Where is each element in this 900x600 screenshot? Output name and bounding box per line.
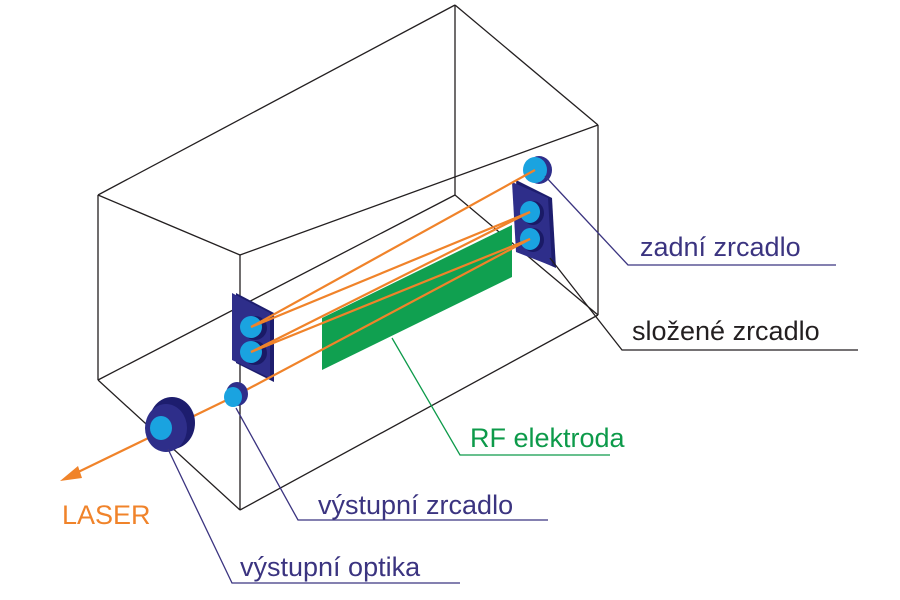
leader-rear-mirror	[544, 175, 836, 266]
left-mirror-mount	[232, 293, 274, 382]
beam-arrow-head-icon	[60, 466, 82, 481]
rf-electrode-plate	[322, 225, 512, 370]
label-rf-electrode: RF elektroda	[470, 423, 625, 453]
folding-mirror-mount	[512, 180, 556, 268]
output-optics	[145, 397, 195, 452]
leader-folding-mirror	[549, 257, 858, 351]
label-output-mirror: výstupní zrcadlo	[318, 490, 514, 520]
leader-output-optics	[167, 448, 460, 584]
rear-mirror	[523, 156, 552, 184]
leader-output-mirror	[235, 407, 548, 521]
laser-beam-paths	[71, 169, 536, 476]
output-mirror	[224, 382, 248, 407]
label-output-optics: výstupní optika	[240, 552, 421, 582]
leader-rf-electrode	[391, 337, 610, 456]
label-laser: LASER	[62, 500, 151, 530]
label-folding-mirror: složené zrcadlo	[632, 316, 820, 346]
label-rear-mirror: zadní zrcadlo	[640, 232, 801, 262]
